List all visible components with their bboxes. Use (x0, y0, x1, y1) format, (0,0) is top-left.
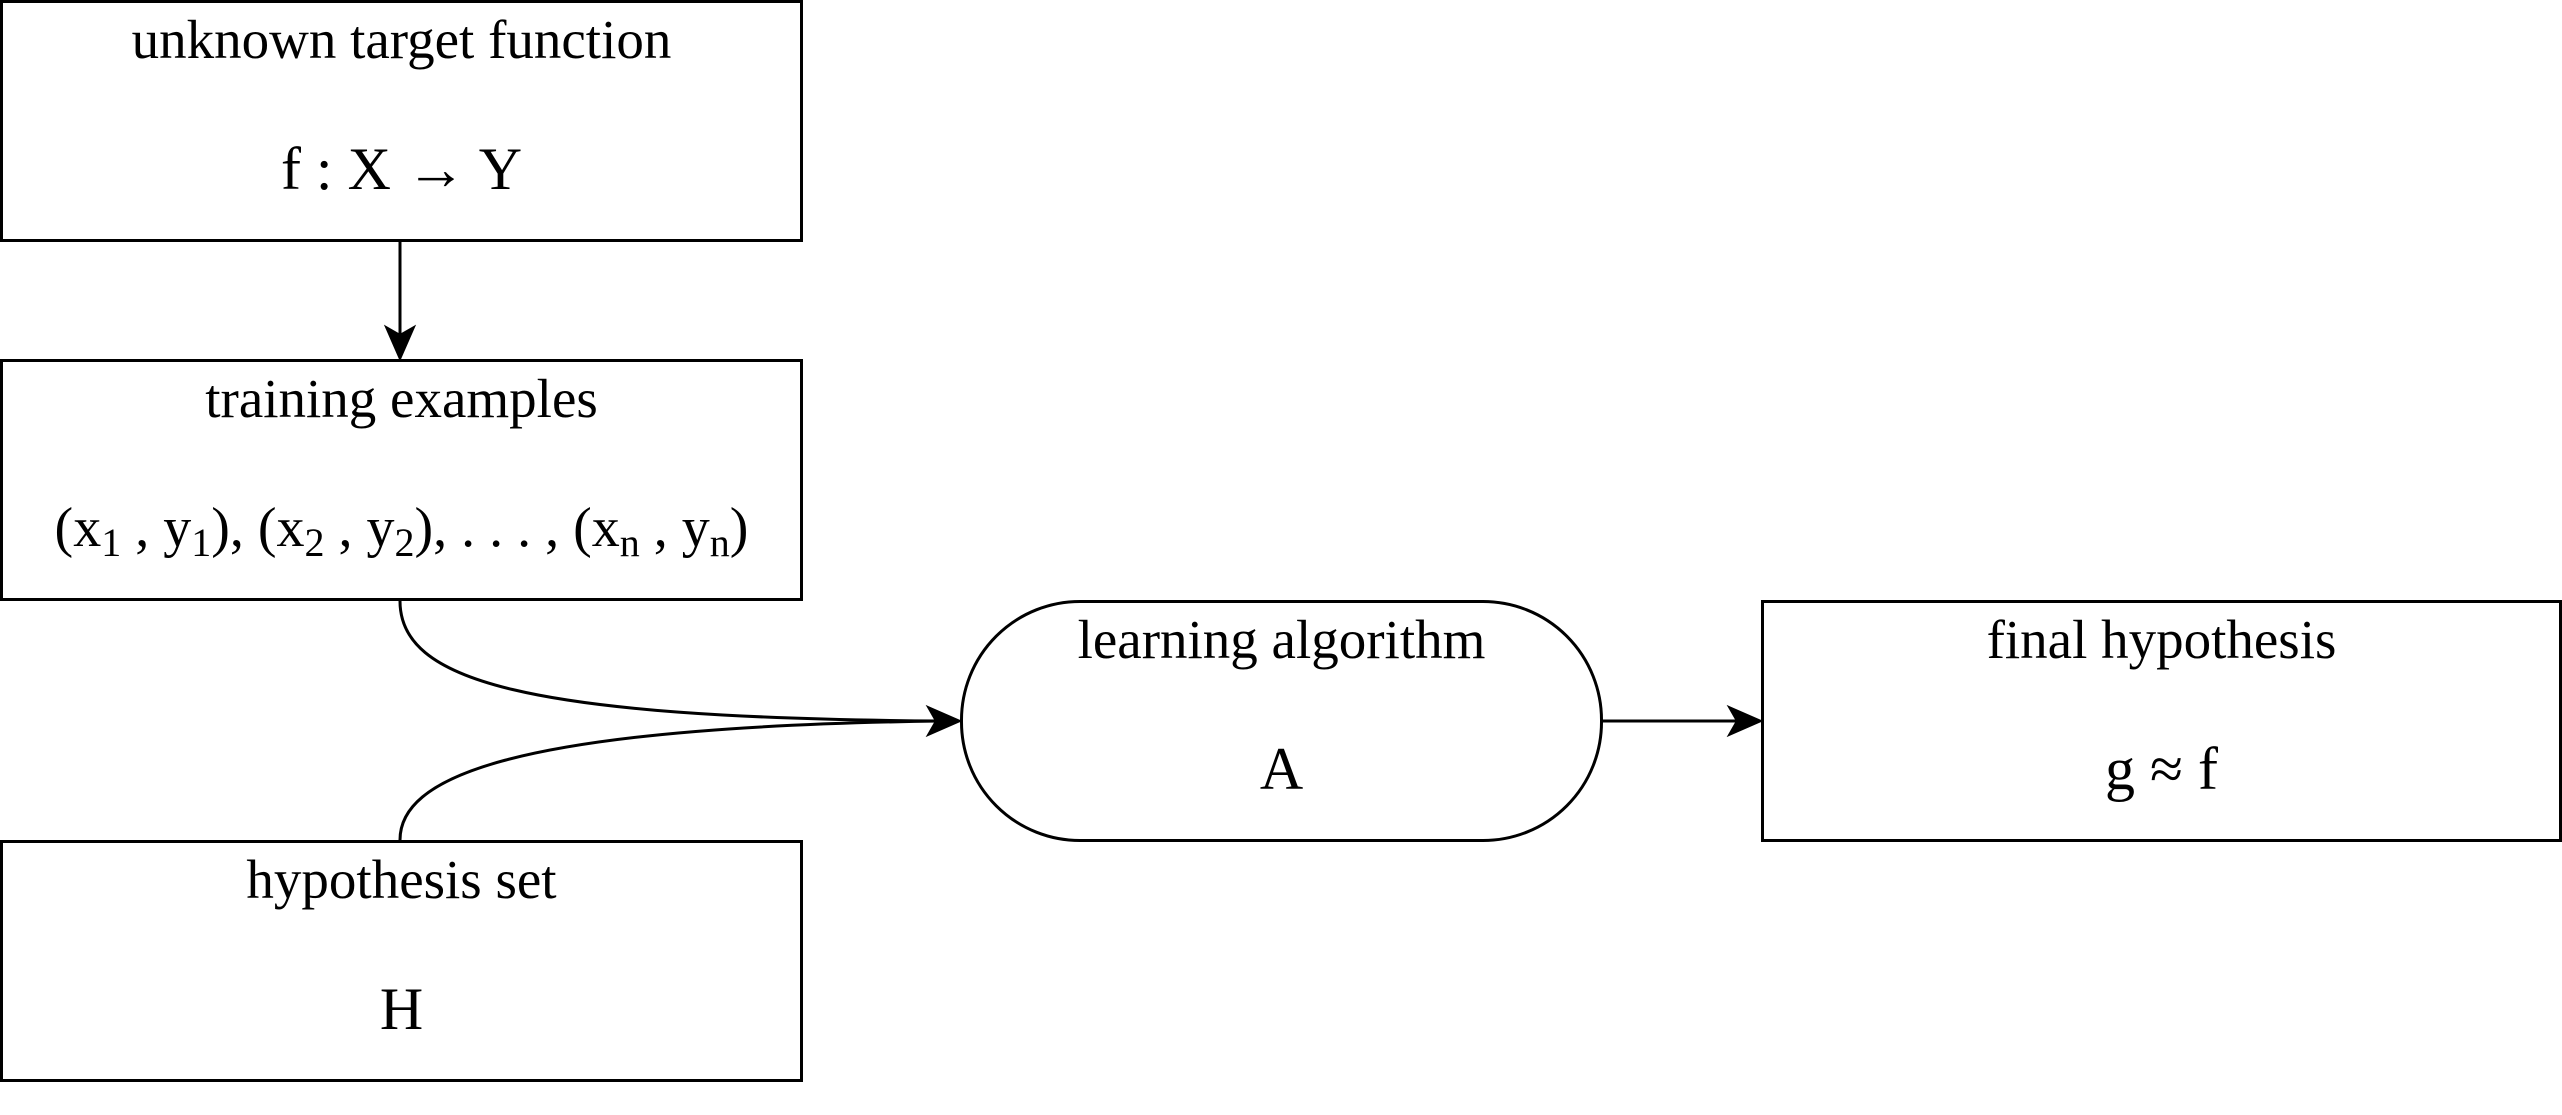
arrow-training-to-algorithm (398, 600, 941, 723)
formula-part: ) (729, 497, 749, 559)
formula-part: , y (639, 497, 710, 559)
formula-subscript: 1 (101, 520, 122, 565)
formula-subscript: 1 (191, 520, 212, 565)
final-hypothesis-title: final hypothesis (1986, 609, 2337, 670)
hypothesis-set-box: hypothesis set H (0, 840, 803, 1082)
formula-part: ), (x (211, 497, 305, 559)
training-examples-box: training examples (x1 , y1), (x2 , y2), … (0, 359, 803, 601)
hypothesis-set-formula: H (379, 976, 424, 1042)
formula-subscript: n (619, 520, 640, 565)
formula-part: , y (121, 497, 192, 559)
arrow-hypothesis-to-algorithm (398, 719, 941, 841)
arrow-to-algorithm-head (925, 704, 963, 738)
learning-algorithm-formula: A (1259, 736, 1304, 802)
target-function-title: unknown target function (131, 9, 672, 70)
formula-part: (x (54, 497, 102, 559)
target-function-box: unknown target function f : X → Y (0, 0, 803, 242)
target-function-formula: f : X → Y (280, 136, 523, 202)
formula-part: , y (324, 497, 395, 559)
learning-algorithm-title: learning algorithm (1077, 609, 1486, 670)
training-examples-title: training examples (205, 368, 598, 429)
final-hypothesis-box: final hypothesis g ≈ f (1761, 600, 2562, 842)
arrow-algorithm-to-final-head (1726, 704, 1764, 738)
learning-algorithm-box: learning algorithm A (960, 600, 1603, 842)
final-hypothesis-formula: g ≈ f (2105, 736, 2218, 802)
formula-subscript: n (709, 520, 730, 565)
training-examples-formula: (x1 , y1), (x2 , y2), . . . , (xn , yn) (3, 497, 800, 563)
formula-subscript: 2 (394, 520, 415, 565)
arrow-target-to-training-head (383, 324, 417, 362)
formula-part: ), . . . , (x (414, 497, 620, 559)
hypothesis-set-title: hypothesis set (246, 849, 557, 910)
formula-subscript: 2 (304, 520, 325, 565)
